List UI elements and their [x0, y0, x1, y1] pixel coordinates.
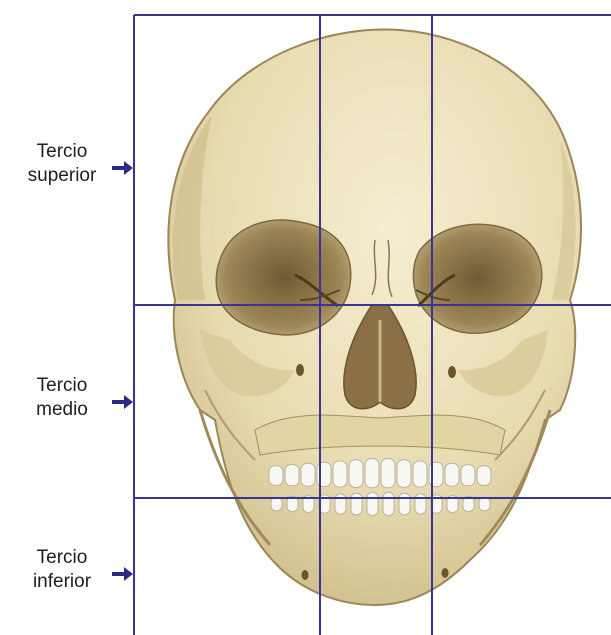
lower-third-label: Tercio inferior — [8, 546, 116, 594]
upper-tooth — [349, 460, 363, 488]
upper-tooth — [445, 463, 459, 486]
lower-tooth — [351, 493, 362, 515]
upper-third-label: Tercio superior — [8, 140, 116, 188]
lower-third-arrow-icon — [112, 566, 134, 582]
lower-third-label-line1: Tercio — [8, 546, 116, 570]
upper-tooth — [477, 466, 491, 486]
middle-third-arrow-icon — [112, 394, 134, 410]
upper-tooth — [285, 465, 299, 486]
middle-third-label: Tercio medio — [8, 374, 116, 422]
upper-tooth — [413, 461, 427, 487]
upper-tooth — [461, 465, 475, 486]
lower-tooth — [367, 492, 378, 515]
upper-third-label-line1: Tercio — [8, 140, 116, 164]
upper-tooth — [269, 466, 283, 486]
lower-tooth — [383, 492, 394, 515]
lower-tooth — [399, 493, 410, 515]
upper-third-arrow-icon — [112, 160, 134, 176]
upper-third-label-line2: superior — [8, 164, 116, 188]
lower-tooth — [479, 497, 490, 511]
left-eye-socket — [216, 220, 351, 335]
left-infraorbital-foramen — [296, 364, 304, 376]
right-mental-foramen — [442, 568, 449, 578]
right-infraorbital-foramen — [448, 366, 456, 378]
upper-tooth — [365, 459, 379, 488]
upper-tooth — [301, 463, 315, 486]
lower-third-label-line2: inferior — [8, 570, 116, 594]
upper-tooth — [381, 459, 395, 488]
upper-tooth — [333, 461, 347, 487]
upper-tooth — [397, 460, 411, 488]
left-mental-foramen — [302, 570, 309, 580]
lower-tooth — [271, 497, 282, 511]
middle-third-label-line1: Tercio — [8, 374, 116, 398]
middle-third-label-line2: medio — [8, 398, 116, 422]
